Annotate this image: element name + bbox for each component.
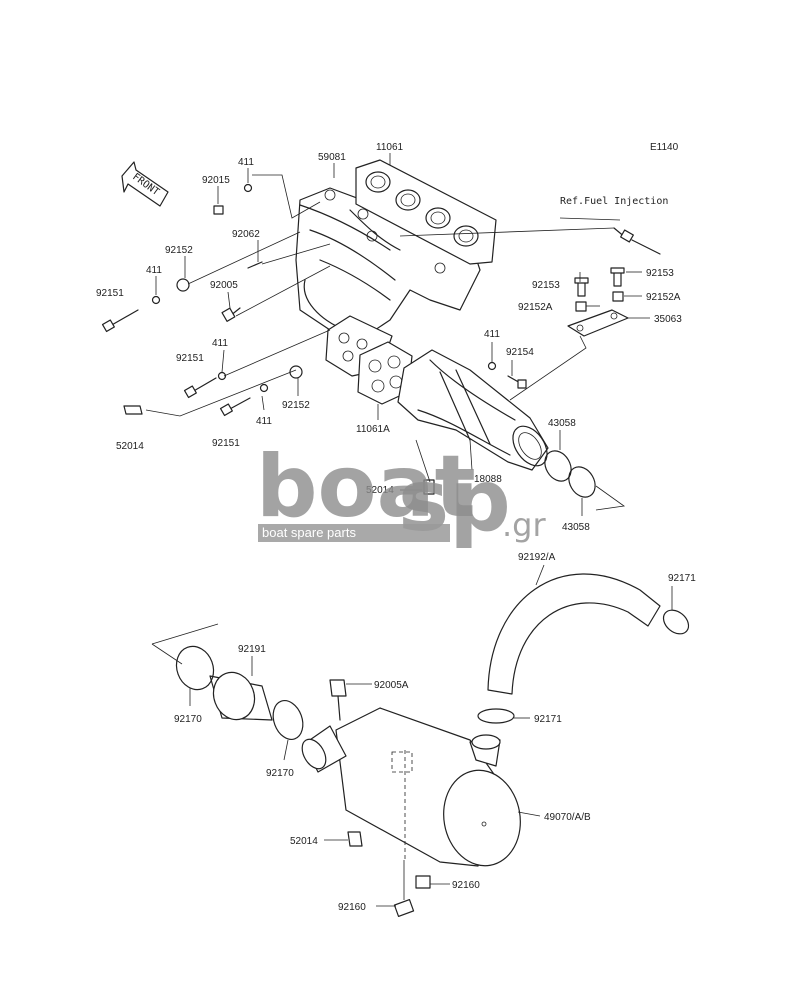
label-ref-fuel-injection: Ref.Fuel Injection — [560, 196, 668, 207]
label-92151-mid: 92151 — [176, 353, 204, 364]
label-92151-left: 92151 — [96, 288, 124, 299]
o-ring-43058-a — [544, 450, 572, 482]
stud-92005 — [221, 307, 241, 322]
stud-92062 — [247, 261, 263, 269]
label-59081: 59081 — [318, 152, 346, 163]
label-92192A: 92192/A — [518, 552, 556, 563]
label-92171-b: 92171 — [534, 714, 562, 725]
label-411-low: 411 — [256, 416, 272, 427]
label-43058-a: 43058 — [548, 418, 576, 429]
label-92151-low: 92151 — [212, 438, 240, 449]
label-35063: 35063 — [654, 314, 682, 325]
label-92152A-b: 92152A — [646, 292, 681, 303]
fitting-52014-left — [123, 405, 143, 415]
collar-92152-left — [176, 278, 190, 292]
collar-92152A-b — [612, 291, 624, 302]
o-ring-43058-b — [568, 466, 596, 498]
watermark-tld: .gr — [502, 506, 546, 544]
watermark-tagline: boat spare parts — [262, 525, 356, 540]
diagram-code: E1140 — [650, 142, 679, 153]
label-49070: 49070/A/B — [544, 812, 591, 823]
watermark-logo: boat sp .gr boat spare parts — [256, 437, 546, 551]
washer-411-top — [243, 183, 253, 193]
manifold-gasket-11061 — [355, 159, 497, 265]
label-92015: 92015 — [202, 175, 230, 186]
part-labels: 11061 59081 411 92015 92062 92152 411 92… — [96, 142, 696, 913]
label-92170-b: 92170 — [266, 768, 294, 779]
bolt-92151-low — [219, 397, 251, 417]
label-52014-low: 52014 — [290, 836, 318, 847]
label-92191: 92191 — [238, 644, 266, 655]
clamp-92170-a — [175, 645, 215, 691]
clamp-92171-b — [477, 708, 515, 724]
pad-92160-a — [415, 875, 431, 889]
label-18088: 18088 — [474, 474, 502, 485]
label-411-left: 411 — [146, 265, 162, 276]
label-92152-mid: 92152 — [282, 400, 310, 411]
clamp-92170-b — [272, 700, 304, 740]
pad-92160-b — [393, 899, 415, 917]
bolt-92151-mid — [183, 377, 217, 399]
label-43058-b: 43058 — [562, 522, 590, 533]
watermark-brand-1: boat — [256, 437, 476, 537]
label-92062: 92062 — [232, 229, 260, 240]
bolt-92153-b — [610, 267, 625, 287]
nut-92015 — [213, 205, 224, 215]
washer-411-low — [259, 383, 269, 393]
label-92005A: 92005A — [374, 680, 409, 691]
clamp-92171-a — [662, 609, 690, 635]
bolt-92153-a — [574, 277, 589, 297]
label-92160-a: 92160 — [338, 902, 366, 913]
bracket-35063 — [567, 309, 629, 337]
label-411-right: 411 — [484, 329, 500, 340]
label-411-mid: 411 — [212, 338, 228, 349]
washer-411-mid — [217, 371, 227, 381]
fitting-52014-low — [347, 831, 363, 847]
label-92153-a: 92153 — [532, 280, 560, 291]
label-92152A-a: 92152A — [518, 302, 553, 313]
tube-92191 — [209, 671, 273, 721]
bolt-92151-left — [101, 309, 139, 333]
label-92171-a: 92171 — [668, 573, 696, 584]
label-92160-b: 92160 — [452, 880, 480, 891]
label-92154: 92154 — [506, 347, 534, 358]
fuel-injection-sensor — [613, 227, 661, 255]
collar-92152A-a — [575, 301, 587, 312]
washer-411-left — [151, 295, 161, 305]
label-92153-b: 92153 — [646, 268, 674, 279]
leader-lines — [145, 153, 673, 907]
exhaust-pipe-18088 — [397, 349, 549, 471]
label-92005: 92005 — [210, 280, 238, 291]
label-92170-a: 92170 — [174, 714, 202, 725]
label-11061A: 11061A — [356, 424, 390, 435]
washer-411-right — [487, 361, 497, 371]
bolt-92154 — [507, 375, 527, 389]
watermark-tagline-bar — [258, 524, 450, 542]
label-411-top: 411 — [238, 157, 254, 168]
label-52014-left: 52014 — [116, 441, 144, 452]
label-92152-left: 92152 — [165, 245, 193, 256]
label-52014-mid: 52014 — [366, 485, 394, 496]
label-11061: 11061 — [376, 142, 404, 153]
muffler-49070 — [301, 707, 521, 867]
hose-92192A — [487, 573, 661, 695]
fitting-92005A — [329, 679, 347, 721]
front-arrow-icon: FRONT — [121, 161, 169, 207]
